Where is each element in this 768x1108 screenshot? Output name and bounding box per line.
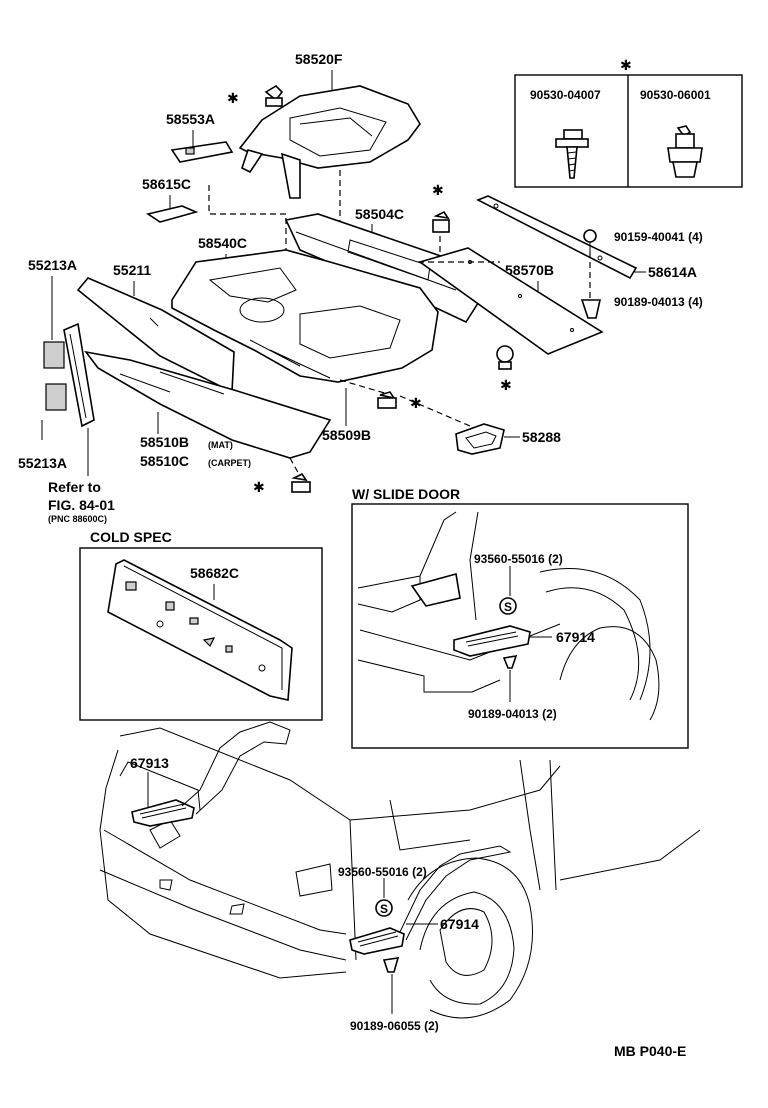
svg-text:S: S (504, 600, 512, 614)
label-58509B: 58509B (322, 427, 371, 443)
label-58614A: 58614A (648, 264, 697, 280)
label-58288: 58288 (522, 429, 561, 445)
slide-door-title: W/ SLIDE DOOR (352, 486, 460, 502)
label-67913: 67913 (130, 755, 169, 771)
label-58520F: 58520F (295, 51, 343, 67)
label-55213A-top: 55213A (28, 257, 77, 273)
part-58614A-strip (476, 195, 638, 280)
push-clip-icon (667, 125, 703, 178)
label-55213A-bottom: 55213A (18, 455, 67, 471)
clip-screw-icon (555, 129, 589, 179)
asterisk-mark-box: ✱ (620, 57, 632, 73)
svg-text:S: S (380, 902, 388, 916)
label-90189-06055: 90189-06055 (2) (350, 1019, 439, 1033)
s-mark-b: S (375, 899, 393, 917)
refer-to-line1: Refer to (48, 479, 101, 495)
asterisk-mark-3: ✱ (500, 377, 512, 393)
asterisk-mark-4: ✱ (410, 395, 422, 411)
label-90189-04013-top: 90189-04013 (4) (614, 295, 703, 309)
label-58540C: 58540C (198, 235, 247, 251)
part-55211-panel (76, 277, 235, 394)
vehicle-rear-outline (99, 727, 701, 1019)
label-58504C: 58504C (355, 206, 404, 222)
refer-to-line3: (PNC 88600C) (48, 514, 107, 524)
clip-icon-2 (432, 210, 450, 233)
label-58553A: 58553A (166, 111, 215, 127)
label-93560-55016-b: 93560-55016 (2) (338, 865, 427, 879)
part-58288-pad (455, 423, 505, 455)
cold-spec-box: COLD SPEC 58682C (79, 529, 323, 721)
label-58570B: 58570B (505, 262, 554, 278)
part-58682C-insulator (107, 559, 293, 701)
clip-90189-bottom-icon (382, 957, 400, 973)
label-55211: 55211 (113, 262, 151, 278)
screw-90159-icon (583, 229, 597, 252)
part-67913-step (131, 721, 291, 827)
part-55213A-bracket (43, 322, 95, 428)
clip-icon-1 (264, 84, 284, 107)
label-carpet: (CARPET) (208, 458, 251, 468)
asterisk-mark-1: ✱ (227, 90, 239, 106)
fastener-detail-box: ✱ 90530-04007 90530-06001 (514, 57, 743, 188)
part-67914-step-a (453, 625, 531, 657)
label-67914-a: 67914 (556, 629, 595, 645)
label-90189-04013-mid: 90189-04013 (2) (468, 707, 557, 721)
s-mark-a: S (499, 597, 517, 615)
clip-90189-top-icon (580, 299, 601, 319)
figure-code: MB P040-E (614, 1043, 686, 1059)
part-67914-step-b (349, 845, 512, 955)
asterisk-mark-2: ✱ (432, 182, 444, 198)
asterisk-mark-5: ✱ (253, 479, 265, 495)
part-58520F-tray (238, 85, 421, 199)
slide-door-box: W/ SLIDE DOOR S 93560-55016 (2) 67914 90… (351, 486, 689, 749)
label-58510B: 58510B (140, 434, 189, 450)
label-58615C: 58615C (142, 176, 191, 192)
label-mat: (MAT) (208, 440, 233, 450)
clip-icon-4 (377, 391, 397, 409)
cold-spec-title: COLD SPEC (90, 529, 172, 545)
part-58510-mat (84, 350, 332, 459)
part-58540C-floor-carpet (171, 249, 439, 383)
label-58682C: 58682C (190, 565, 239, 581)
part-58553A-bracket (170, 141, 234, 163)
label-90530-06001: 90530-06001 (640, 88, 711, 102)
label-67914-b: 67914 (440, 916, 479, 932)
label-90530-04007: 90530-04007 (530, 88, 601, 102)
part-58615C-pad (146, 205, 199, 223)
label-58510C: 58510C (140, 453, 189, 469)
label-93560-55016-a: 93560-55016 (2) (474, 552, 563, 566)
label-90159-40041: 90159-40041 (4) (614, 230, 703, 244)
clip-90189-mid-icon (502, 654, 518, 669)
clip-icon-5 (291, 472, 311, 493)
clip-icon-3 (496, 345, 514, 370)
refer-to-line2: FIG. 84-01 (48, 497, 115, 513)
